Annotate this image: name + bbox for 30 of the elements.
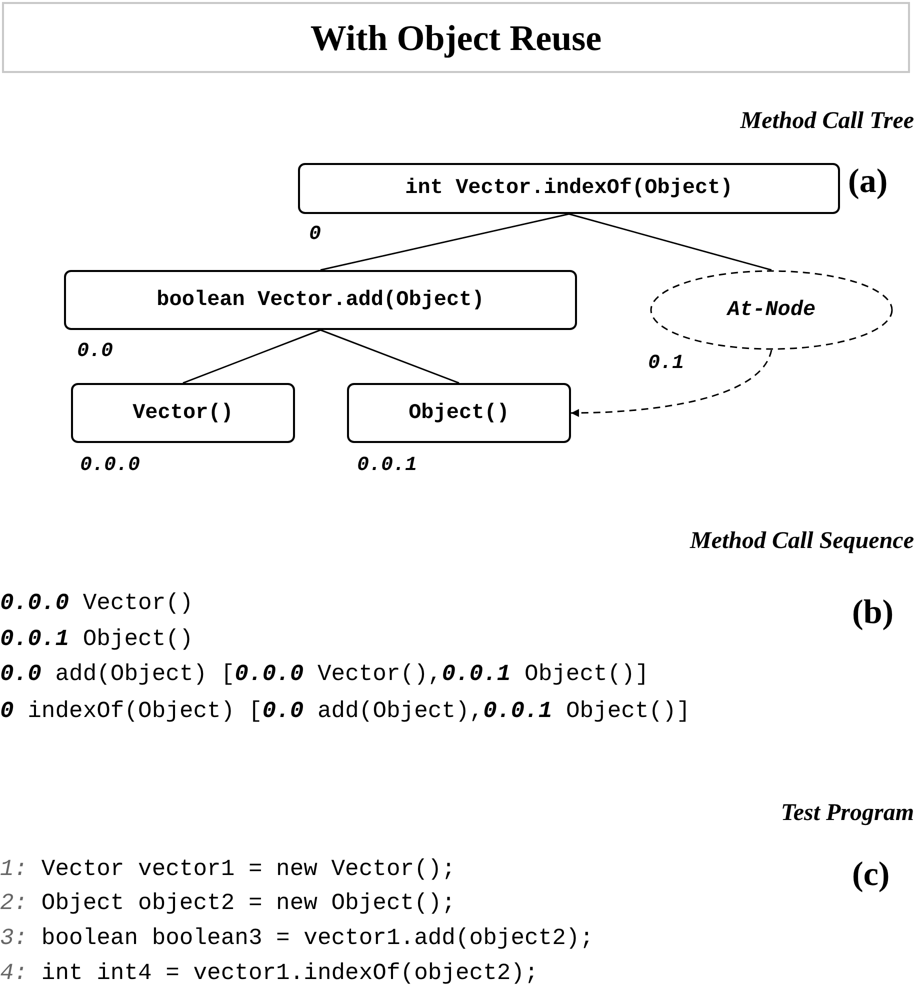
node-label: int Vector.indexOf(Object) — [405, 177, 733, 200]
node-label: Vector() — [132, 402, 234, 424]
node-number: 0.0 — [77, 340, 114, 363]
node-number: 0.1 — [648, 352, 684, 375]
section-heading: Test Program — [780, 800, 914, 827]
section-heading: Method Call Sequence — [690, 528, 914, 555]
title: With Object Reuse — [2, 2, 910, 73]
node-number: 0 — [309, 223, 322, 246]
node-number: 0.0.0 — [80, 454, 140, 477]
arrow — [571, 350, 772, 417]
sequence-line: 0.0.0 Vector() — [0, 590, 194, 616]
sequence-line: 0.0 add(Object) [0.0.0 Vector(),0.0.1 Object()] — [0, 661, 649, 687]
connector-line — [320, 329, 460, 384]
node-label: boolean Vector.add(Object) — [156, 288, 484, 312]
code-line: 3: boolean boolean3 = vector1.add(object2); — [0, 925, 594, 951]
connector-line — [568, 213, 772, 271]
connector-line — [182, 329, 321, 384]
node-label: At-Node — [727, 298, 816, 322]
code-line: 1: Vector vector1 = new Vector(); — [0, 856, 456, 882]
panel-letter: (b) — [852, 594, 894, 632]
panel-letter: (c) — [852, 856, 890, 894]
code-line: 4: int int4 = vector1.indexOf(object2); — [0, 960, 538, 986]
section-heading: Method Call Tree — [740, 108, 914, 135]
panel-letter: (a) — [848, 163, 888, 201]
node-number: 0.0.1 — [357, 454, 418, 477]
sequence-line: 0 indexOf(Object) [0.0 add(Object),0.0.1 Object()] — [0, 698, 690, 724]
sequence-line: 0.0.1 Object() — [0, 626, 194, 652]
node-label: Object() — [408, 402, 510, 424]
code-line: 2: Object object2 = new Object(); — [0, 890, 456, 916]
connector-line — [320, 213, 570, 271]
